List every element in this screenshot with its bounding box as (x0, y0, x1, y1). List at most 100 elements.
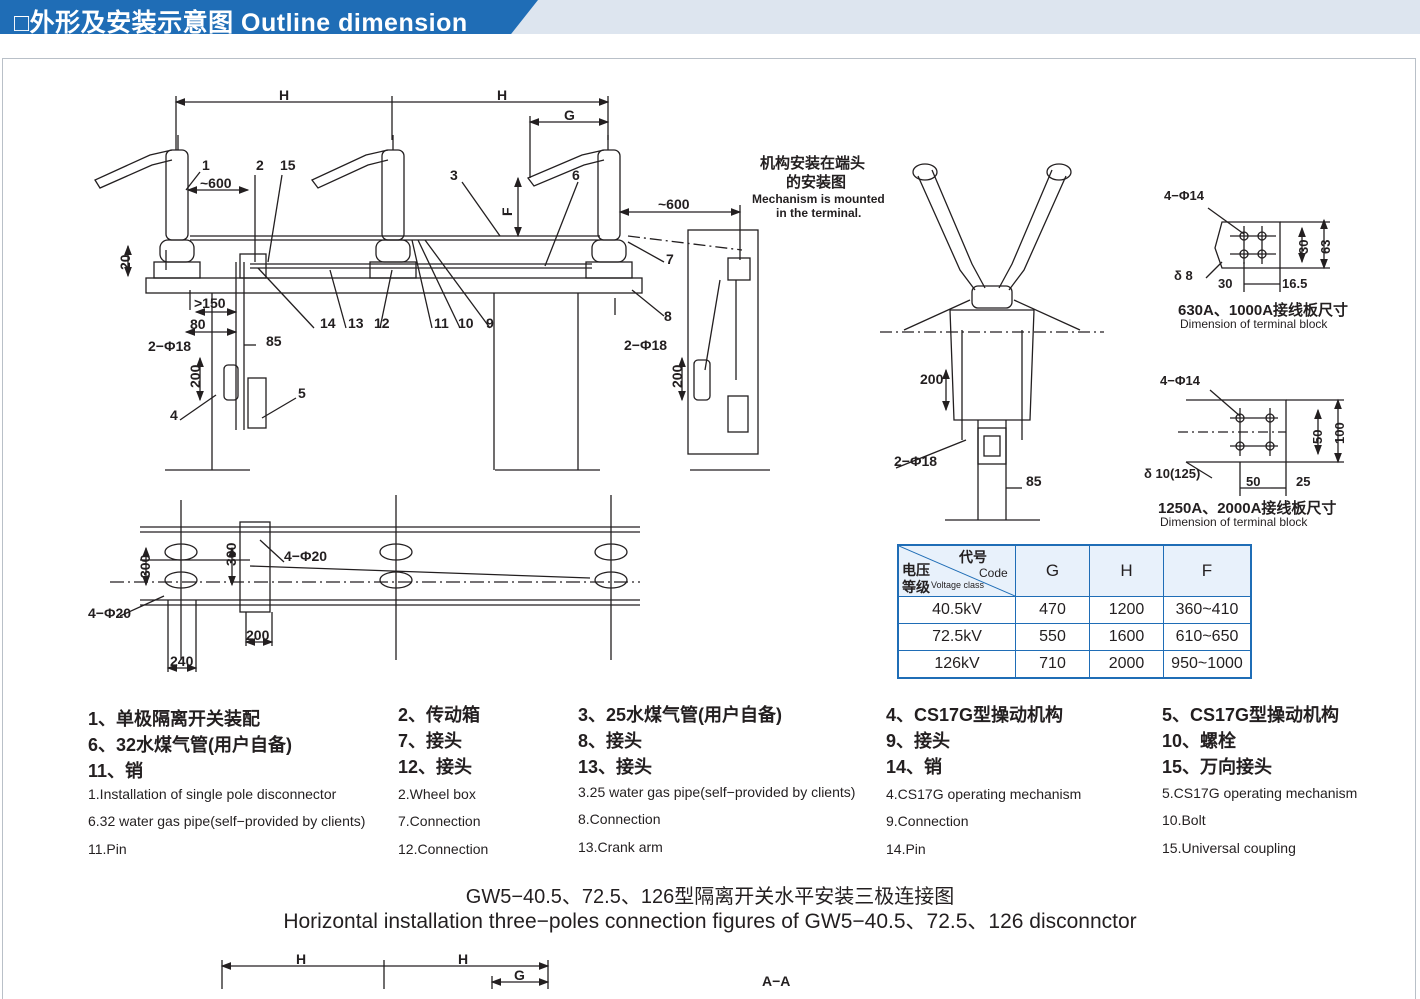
legend-cn-3-3: 13、接头 (578, 757, 653, 777)
cell-f: 610~650 (1163, 623, 1252, 651)
tb1-holes: 4−Φ14 (1164, 188, 1205, 203)
corner-volt-cn2: 等级 (902, 579, 930, 595)
tb2-d: 100 (1332, 422, 1347, 444)
callout-13: 13 (348, 315, 364, 331)
dim-85-b: 85 (1026, 473, 1042, 489)
tb2-holes: 4−Φ14 (1160, 373, 1201, 388)
tb1-a: 30 (1218, 276, 1232, 291)
tb1-c: 30 (1296, 240, 1311, 254)
tb2-c: 50 (1310, 430, 1325, 444)
tb1-cn: 630A、1000A接线板尺寸 (1178, 301, 1348, 319)
legend-en-5-2: 10.Bolt (1162, 812, 1206, 828)
legend-en-1-3: 11.Pin (88, 841, 127, 857)
legend-en-1-2: 6.32 water gas pipe(self−provided by cli… (88, 813, 366, 829)
dim-600-a: ~600 (200, 175, 232, 191)
legend-en-1-1: 1.Installation of single pole disconnect… (88, 786, 337, 802)
caption-cn: GW5−40.5、72.5、126型隔离开关水平安装三极连接图 (465, 886, 955, 908)
legend-en-4-2: 9.Connection (886, 813, 969, 829)
legend-cn-2-3: 12、接头 (398, 757, 473, 777)
next-drawing-partial (220, 960, 550, 989)
dim-2phi18-a: 2−Φ18 (148, 338, 191, 354)
tb2-cn: 1250A、2000A接线板尺寸 (1158, 499, 1336, 517)
callout-2: 2 (256, 157, 264, 173)
legend-cn-4-2: 9、接头 (886, 731, 951, 751)
callout-6: 6 (572, 167, 580, 183)
cell-f: 360~410 (1163, 596, 1252, 624)
terminal-block-2 (1178, 389, 1344, 496)
tb1-en: Dimension of terminal block (1180, 317, 1328, 331)
table-row: 40.5kV 470 1200 360~410 (897, 596, 1252, 624)
dim-240: 240 (170, 653, 194, 669)
content-frame (2, 58, 1416, 999)
dim-200-b: 200 (669, 364, 685, 388)
dim-4phi20-a: 4−Φ20 (284, 548, 327, 564)
col-head-h: H (1089, 544, 1164, 597)
legend-cn-3-1: 3、25水煤气管(用户自备) (578, 705, 783, 725)
callout-3: 3 (450, 167, 458, 183)
table-row: 72.5kV 550 1600 610~650 (897, 623, 1252, 651)
dim-85-a: 85 (266, 333, 282, 349)
legend-cn-2-1: 2、传动箱 (398, 705, 481, 725)
tb2-thick: δ 10(125) (1144, 466, 1200, 481)
col-head-f: F (1163, 544, 1252, 597)
legend-cn-4-1: 4、CS17G型操动机构 (886, 705, 1064, 725)
section-aa: A−A (762, 973, 790, 989)
cell-h: 2000 (1089, 650, 1164, 679)
legend-cn-3-2: 8、接头 (578, 731, 643, 751)
tb1-d: 63 (1318, 240, 1333, 254)
legend-cn-1-3: 11、销 (88, 761, 144, 781)
callout-5: 5 (298, 385, 306, 401)
corner-volt-cn1: 电压 (902, 562, 930, 578)
corner-volt-en: Voltage class (931, 580, 985, 590)
cell-voltage: 72.5kV (897, 623, 1016, 651)
legend-en-5-1: 5.CS17G operating mechanism (1162, 785, 1358, 801)
cell-voltage: 40.5kV (897, 596, 1016, 624)
tb2-en: Dimension of terminal block (1160, 515, 1308, 529)
header-tab: □外形及安装示意图 Outline dimension (0, 0, 538, 34)
dim-200-d: 200 (920, 371, 944, 387)
dim-h-1: H (279, 87, 289, 103)
mechanism-note-cn1: 机构安装在端头 (760, 154, 865, 172)
callout-12: 12 (374, 315, 390, 331)
dim-h-4: H (458, 951, 468, 967)
callout-10: 10 (458, 315, 474, 331)
dim-f: F (499, 207, 515, 216)
callout-1: 1 (202, 157, 210, 173)
dim-600-b: ~600 (658, 196, 690, 212)
front-view (94, 96, 770, 471)
tb2-a: 50 (1246, 474, 1260, 489)
side-view (880, 163, 1104, 521)
cell-voltage: 126kV (897, 650, 1016, 679)
corner-diagonal (899, 546, 1015, 596)
legend-en-5-3: 15.Universal coupling (1162, 840, 1296, 856)
terminal-block-1 (1205, 207, 1330, 292)
callout-15: 15 (280, 157, 296, 173)
corner-code-cn: 代号 (959, 549, 987, 565)
dim-4phi20-b: 4−Φ20 (88, 605, 131, 621)
table-corner: 代号 Code 电压 等级 Voltage class (897, 544, 1016, 597)
tb2-b: 25 (1296, 474, 1310, 489)
dim-20: 20 (117, 254, 133, 270)
legend-cn-5-3: 15、万向接头 (1162, 757, 1273, 777)
cell-f: 950~1000 (1163, 650, 1252, 679)
page-title: □外形及安装示意图 Outline dimension (14, 9, 468, 37)
legend-en-4-3: 14.Pin (886, 841, 926, 857)
legend-cn-5-2: 10、螺栓 (1162, 731, 1237, 751)
callout-14: 14 (320, 315, 336, 331)
dim-h-2: H (497, 87, 507, 103)
legend-en-4-1: 4.CS17G operating mechanism (886, 786, 1082, 802)
dim-300-a: 300 (137, 554, 153, 578)
callout-9: 9 (486, 315, 494, 331)
dim-80: 80 (190, 316, 206, 332)
legend-cn-5-1: 5、CS17G型操动机构 (1162, 705, 1340, 725)
dim-200-a: 200 (187, 364, 203, 388)
legend-en-3-2: 8.Connection (578, 811, 661, 827)
mechanism-note-cn2: 的安装图 (786, 173, 846, 191)
callout-4: 4 (170, 407, 178, 423)
mechanism-note-en2: in the terminal. (776, 206, 861, 220)
cell-h: 1200 (1089, 596, 1164, 624)
col-head-g: G (1015, 544, 1090, 597)
plan-view (110, 495, 640, 672)
legend-cn-2-2: 7、接头 (398, 731, 463, 751)
